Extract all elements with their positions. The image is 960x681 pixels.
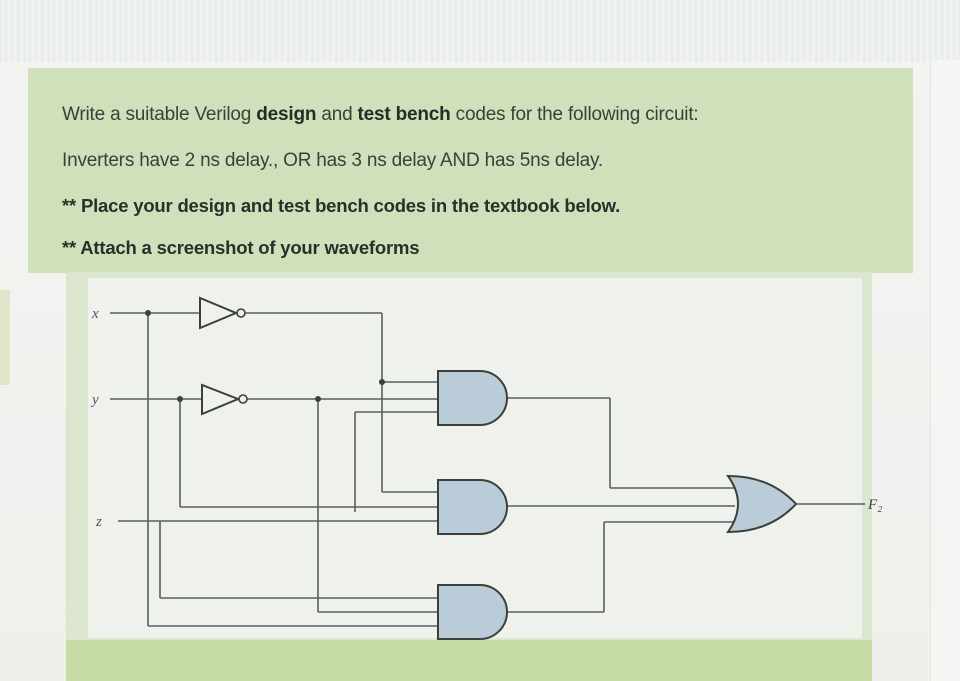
left-edge-tab (0, 290, 10, 385)
input-label-z: z (95, 514, 102, 530)
wires (110, 312, 865, 627)
instruction-text-2: and (316, 104, 358, 125)
instruction-bold-test-bench: test bench (357, 104, 451, 125)
junction-dots (145, 310, 385, 402)
browser-top-strip (0, 0, 960, 62)
diagram-canvas (88, 278, 862, 638)
and-gate-middle (437, 479, 508, 535)
question-instruction: Write a suitable Verilog design and test… (62, 104, 699, 126)
and-gate-top (437, 370, 508, 426)
and-gate-bottom (437, 584, 508, 640)
delay-spec: Inverters have 2 ns delay., OR has 3 ns … (62, 150, 603, 171)
instruction-text-3: codes for the following circuit: (450, 104, 699, 125)
question-panel (28, 68, 913, 273)
input-label-y: y (90, 392, 99, 408)
not-gate-y (201, 383, 248, 416)
input-label-x: x (91, 306, 99, 322)
instruction-bold-design: design (256, 104, 317, 125)
instruction-text-1: Write a suitable Verilog (62, 104, 257, 125)
note-attach-screenshot: ** Attach a screenshot of your waveforms (62, 237, 420, 258)
bottom-green-strip (66, 640, 872, 681)
or-gate (726, 474, 798, 534)
output-label-f2: F₂ (867, 497, 882, 513)
note-place-code: ** Place your design and test bench code… (62, 195, 621, 216)
scrollbar-area[interactable] (930, 60, 960, 681)
not-gate-x (199, 296, 246, 330)
